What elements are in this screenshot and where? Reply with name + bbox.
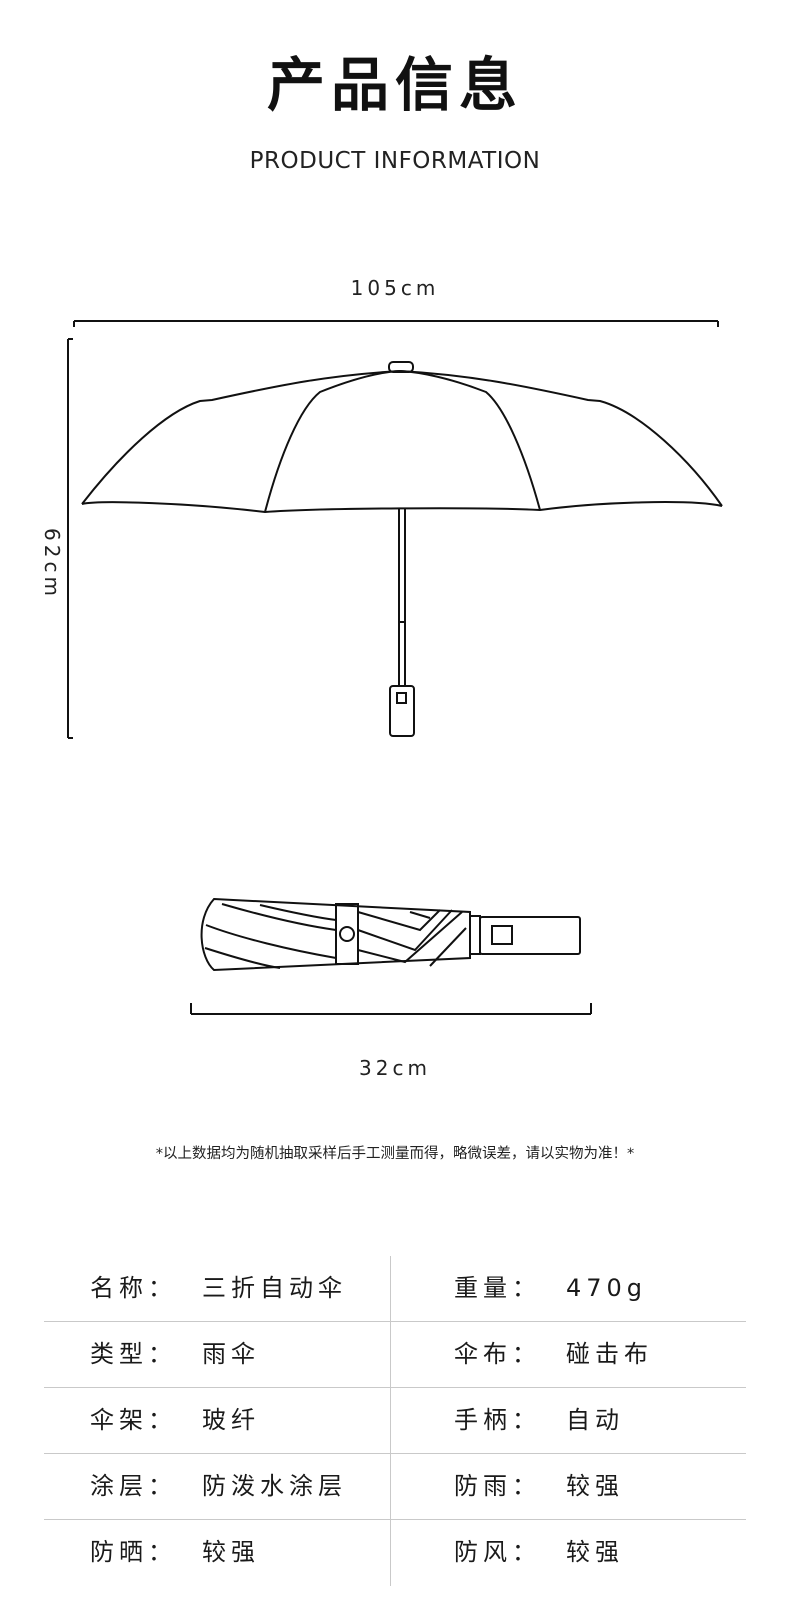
spec-label: 类型： xyxy=(90,1340,177,1368)
spec-label: 防雨： xyxy=(454,1472,541,1500)
spec-label: 手柄： xyxy=(454,1406,541,1434)
spec-value: 较强 xyxy=(202,1538,260,1566)
spec-table: 名称： 三折自动伞 重量： 470g 类型： 雨伞 伞布： 碰击布 伞架： 玻纤… xyxy=(44,1256,746,1585)
width-dimension-line xyxy=(73,320,719,327)
open-umbrella xyxy=(81,361,723,737)
page-subtitle: PRODUCT INFORMATION xyxy=(249,148,541,174)
spec-label: 防风： xyxy=(454,1538,541,1566)
spec-label: 名称： xyxy=(90,1274,177,1302)
page-title: 产品信息 xyxy=(266,51,523,119)
spec-row: 防晒： 较强 防风： 较强 xyxy=(44,1520,746,1585)
spec-label: 防晒： xyxy=(90,1538,177,1566)
spec-value: 玻纤 xyxy=(202,1406,260,1434)
spec-value: 较强 xyxy=(566,1472,624,1500)
spec-row: 涂层： 防泼水涂层 防雨： 较强 xyxy=(44,1454,746,1520)
spec-row: 类型： 雨伞 伞布： 碰击布 xyxy=(44,1322,746,1388)
height-dimension-line xyxy=(67,338,73,739)
spec-value: 雨伞 xyxy=(202,1340,260,1368)
folded-dimension-line xyxy=(190,1003,592,1015)
spec-label: 重量： xyxy=(454,1274,541,1302)
spec-value: 470g xyxy=(566,1274,648,1302)
spec-row: 名称： 三折自动伞 重量： 470g xyxy=(44,1256,746,1322)
spec-value: 三折自动伞 xyxy=(202,1274,347,1302)
spec-value: 较强 xyxy=(566,1538,624,1566)
spec-value: 碰击布 xyxy=(566,1340,653,1368)
spec-label: 伞布： xyxy=(454,1340,541,1368)
spec-label: 涂层： xyxy=(90,1472,177,1500)
folded-umbrella xyxy=(200,897,581,972)
spec-label: 伞架： xyxy=(90,1406,177,1434)
measurement-note: *以上数据均为随机抽取采样后手工测量而得，略微误差，请以实物为准！* xyxy=(155,1146,635,1162)
spec-value: 防泼水涂层 xyxy=(202,1472,347,1500)
folded-length-label: 32cm xyxy=(359,1056,431,1080)
spec-row: 伞架： 玻纤 手柄： 自动 xyxy=(44,1388,746,1454)
spec-value: 自动 xyxy=(566,1406,624,1434)
open-width-label: 105cm xyxy=(350,276,440,300)
spec-table-divider xyxy=(390,1256,391,1586)
